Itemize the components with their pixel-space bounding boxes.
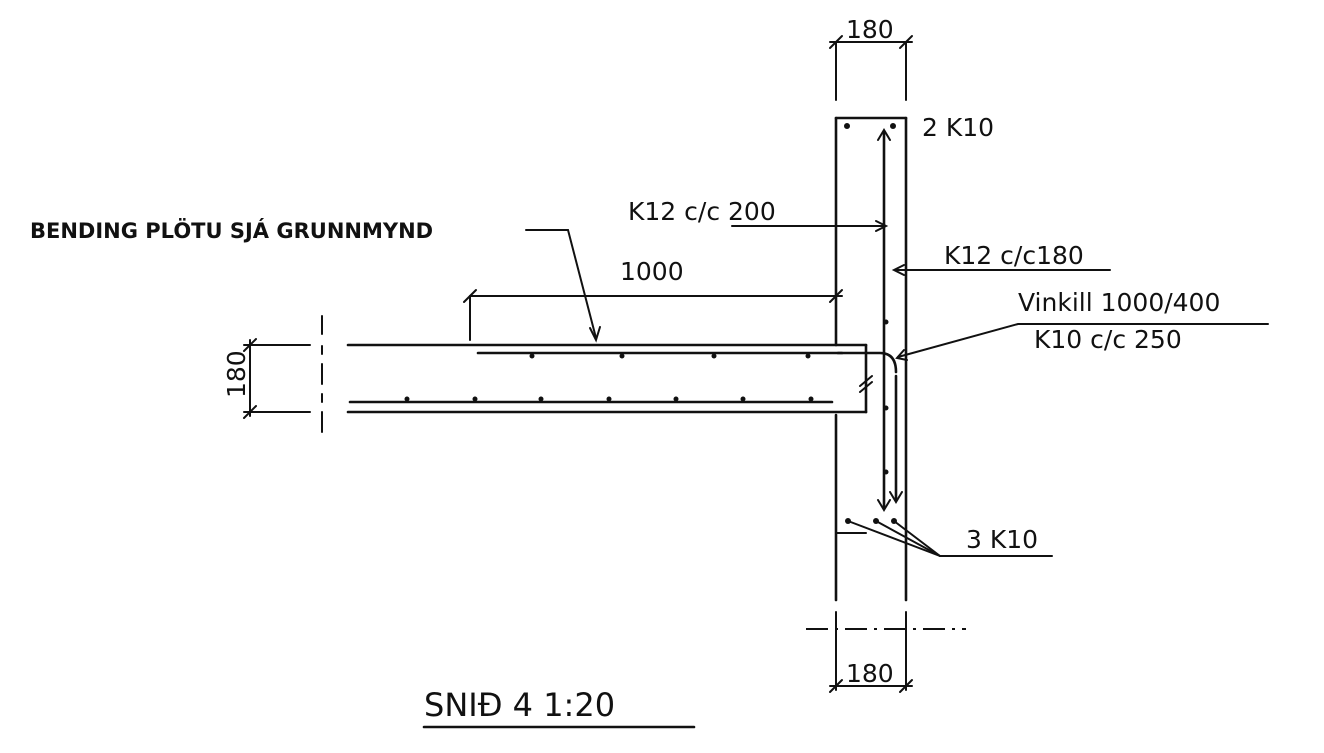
- top-bars-label: 2 K10: [922, 113, 994, 142]
- slab-reinforcement: [348, 351, 844, 404]
- section-title: SNIÐ 4 1:20: [422, 686, 696, 729]
- k12-200-label: K12 c/c 200: [628, 197, 776, 226]
- wall-reinforcement: [836, 123, 903, 524]
- slab-span-dimension: 1000: [463, 257, 843, 341]
- bottom-wall-width-label: 180: [846, 659, 894, 688]
- section-title-text: SNIÐ 4 1:20: [424, 686, 615, 724]
- slab-thickness-dimension: 180: [222, 338, 311, 419]
- vinkill-label: Vinkill 1000/400: [1018, 288, 1220, 317]
- bottom-dimension: 180: [829, 611, 913, 693]
- k10-250-label: K10 c/c 250: [1034, 325, 1182, 354]
- bottom-bars-label: 3 K10: [966, 525, 1038, 554]
- top-dimension: 180: [829, 15, 913, 101]
- slab: [346, 343, 873, 414]
- annotations: 2 K10 K12 c/c 200 K12 c/c180 Vinkill 100…: [30, 113, 1269, 557]
- slab-thickness-label: 180: [222, 350, 251, 398]
- slab-span-label: 1000: [620, 257, 684, 286]
- slab-note-label: BENDING PLÖTU SJÁ GRUNNMYND: [30, 218, 433, 243]
- wall: [834, 116, 908, 602]
- top-wall-width-label: 180: [846, 15, 894, 44]
- k12-180-label: K12 c/c180: [944, 241, 1084, 270]
